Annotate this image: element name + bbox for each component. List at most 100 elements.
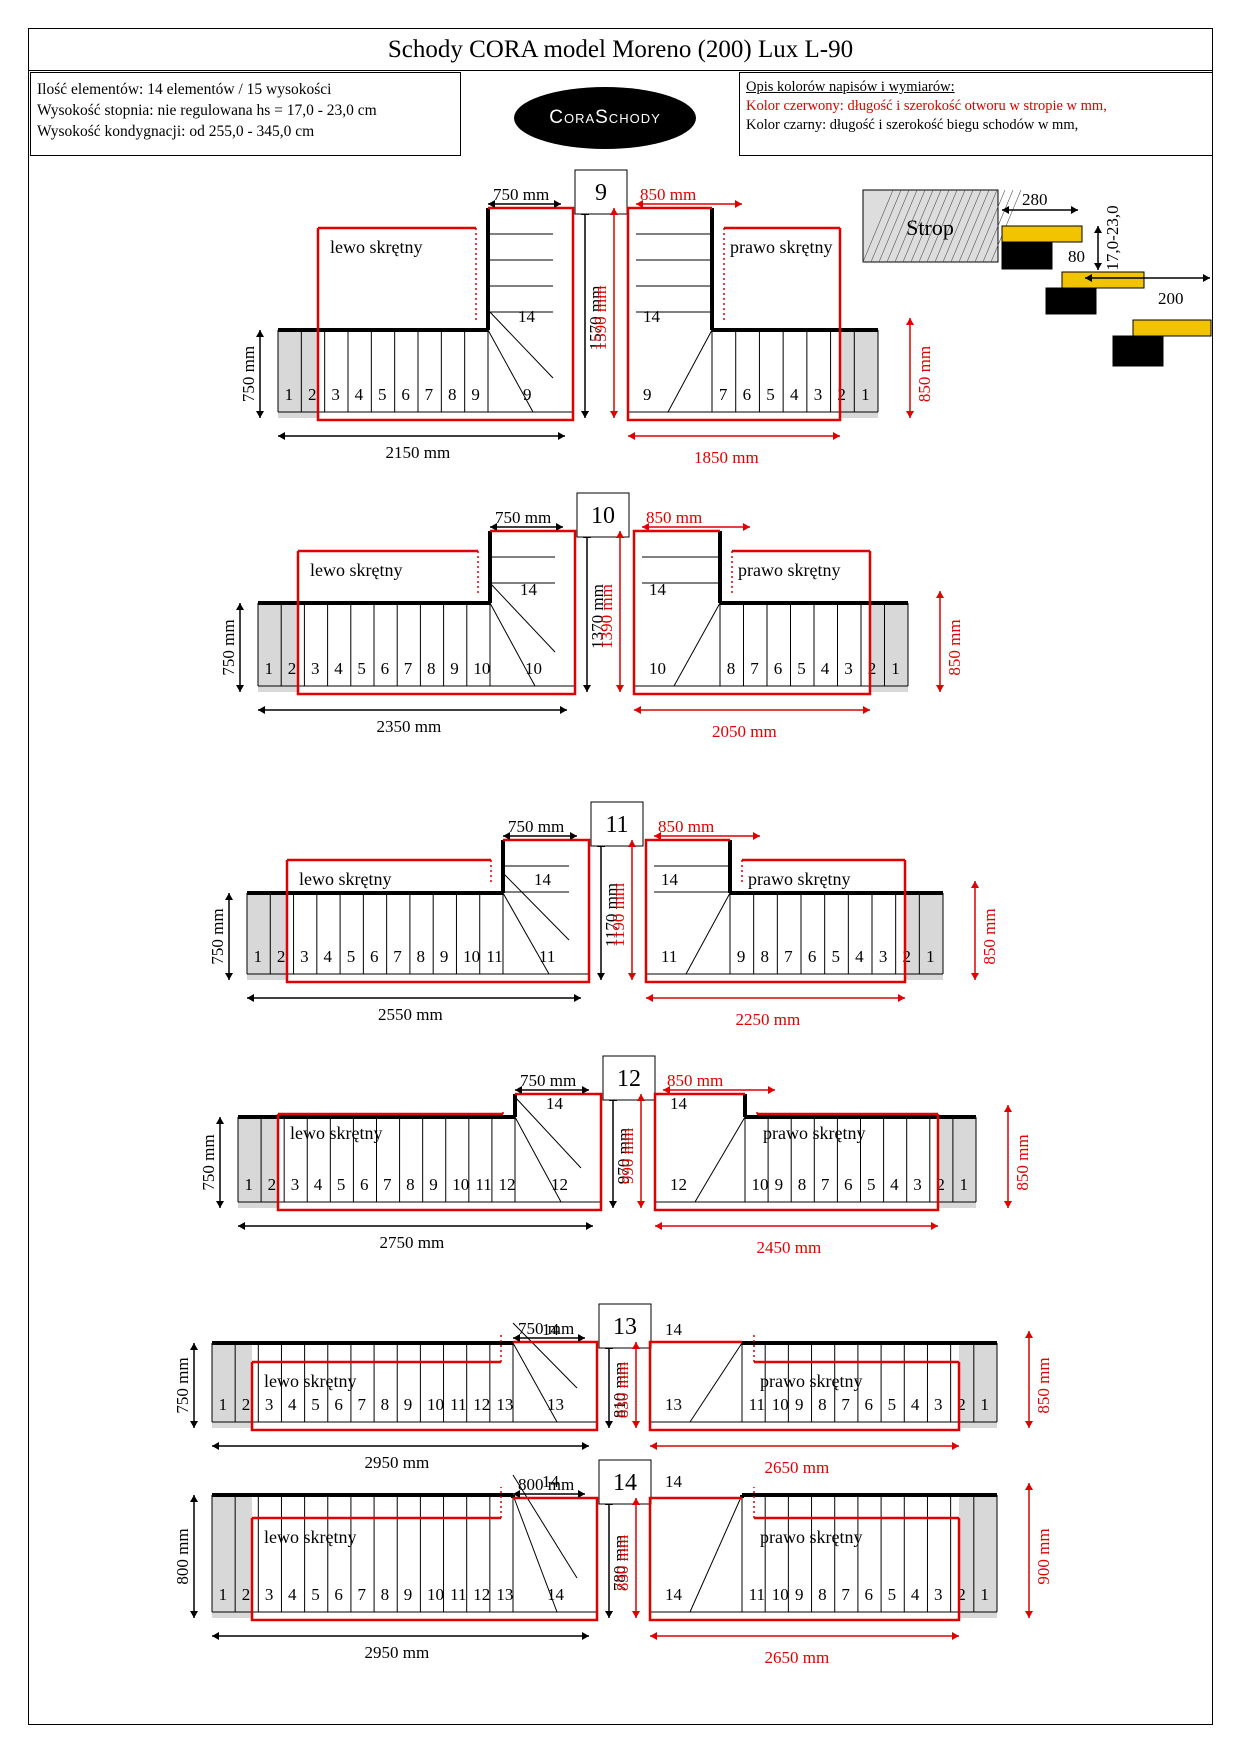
cfg-13-right-label: prawo skrętny xyxy=(760,1371,862,1391)
cfg-14-right-step-number: 5 xyxy=(888,1585,897,1604)
cfg-14-right-start-gray xyxy=(959,1495,997,1618)
cfg-9-right-step-number: 5 xyxy=(766,385,775,404)
cfg-10-right-length-arrow-head-a xyxy=(634,706,641,714)
detail-280-arrow-head-b xyxy=(1071,206,1078,214)
cfg-11-left-step-number: 4 xyxy=(323,947,332,966)
cfg-10-left-step-number: 9 xyxy=(450,659,459,678)
detail-200: 200 xyxy=(1158,289,1184,308)
cfg-10-right-top-step: 14 xyxy=(649,580,667,599)
cfg-9-right-start-gray xyxy=(840,330,878,418)
info-floor-height: Wysokość kondygnacji: od 255,0 - 345,0 c… xyxy=(37,123,315,140)
riser-2 xyxy=(1045,287,1097,315)
cfg-14-left-start-gray xyxy=(212,1495,252,1618)
cfg-12-left-step-number: 2 xyxy=(268,1175,277,1194)
cfg-14-left-top-arrow-head-b xyxy=(578,1490,585,1498)
cfg-11-right-step-number: 8 xyxy=(761,947,770,966)
cfg-9-right-winder-a xyxy=(667,329,713,413)
cfg-14-right-top-step: 14 xyxy=(665,1472,683,1491)
cfg-12-left-step-number: 7 xyxy=(383,1175,392,1194)
cfg-13-right-length-arrow-head-a xyxy=(650,1442,657,1450)
cfg-9-left-length-arrow-head-b xyxy=(558,432,565,440)
cfg-14-right-label: prawo skrętny xyxy=(760,1527,862,1547)
cfg-9-left-stair: 750 mm xyxy=(239,346,258,402)
cfg-13-left-step-number: 12 xyxy=(473,1395,490,1414)
strop-hatch xyxy=(982,189,1014,263)
cfg-9-right-length: 1850 mm xyxy=(694,448,759,467)
cfg-11-right-top-arrow-head-a xyxy=(654,832,661,840)
cfg-10-left-step-number: 7 xyxy=(404,659,413,678)
cfg-14-left-side-arrow-head-b xyxy=(605,1611,613,1618)
strop-hatch xyxy=(926,189,958,263)
cfg-13-left-start-gray xyxy=(212,1343,252,1428)
cfg-13-left-step-number: 5 xyxy=(311,1395,320,1414)
cfg-10-right-step-number: 6 xyxy=(774,659,783,678)
cfg-14-left-step-number: 4 xyxy=(288,1585,297,1604)
cfg-14-right-step-number: 1 xyxy=(980,1585,989,1604)
cfg-12-right-length-arrow-head-b xyxy=(931,1222,938,1230)
cfg-9-left-stair-arrow-head-b xyxy=(256,411,264,418)
cfg-10-left-step-number: 6 xyxy=(381,659,390,678)
strop-hatch xyxy=(862,189,894,263)
cfg-13-left-last-step: 13 xyxy=(547,1395,564,1414)
cfg-14-left-top-arrow-head-a xyxy=(513,1490,520,1498)
cfg-9-left-start-gray xyxy=(278,330,318,418)
cfg-10-left-start-gray xyxy=(258,603,298,692)
cfg-13-right-length-arrow-head-b xyxy=(952,1442,959,1450)
cfg-11-left-side-arrow-head-b xyxy=(597,973,605,980)
cfg-14-right-step-number: 3 xyxy=(934,1585,943,1604)
cfg-11-left-top-step: 14 xyxy=(534,870,552,889)
cfg-9-right-step-number: 7 xyxy=(719,385,728,404)
strop-hatch xyxy=(958,189,990,263)
cfg-14-right-winder-a xyxy=(689,1494,743,1613)
legend-header: Opis kolorów napisów i wymiarów: xyxy=(746,79,955,95)
cfg-13-config-box xyxy=(598,1303,652,1349)
cfg-13-left-length-arrow-head-a xyxy=(212,1442,219,1450)
cfg-12-config-number: 12 xyxy=(617,1066,641,1092)
cfg-12-left-stair-arrow-head-a xyxy=(216,1117,224,1124)
cfg-9-right-step-number: 2 xyxy=(837,385,846,404)
cfg-11-left-stair: 750 mm xyxy=(208,908,227,964)
cfg-14-left-step-number: 8 xyxy=(381,1585,390,1604)
cfg-14-right-step-number: 11 xyxy=(749,1585,765,1604)
cfg-9-left-length-arrow-head-a xyxy=(278,432,285,440)
cfg-13-left-length-arrow-head-b xyxy=(582,1442,589,1450)
cfg-10-right-top-arrow-head-a xyxy=(642,523,649,531)
cfg-12-left-step-number: 9 xyxy=(429,1175,438,1194)
cfg-11-left-winder-a xyxy=(502,892,550,975)
cfg-12-left-winder-b xyxy=(514,1096,582,1169)
cfg-10-right-length-arrow-head-b xyxy=(863,706,870,714)
cfg-10-left-step-number: 4 xyxy=(334,659,343,678)
cfg-14-left-length: 2950 mm xyxy=(365,1643,430,1662)
cfg-13-right-stair-arrow-head-a xyxy=(1025,1331,1033,1338)
cfg-10-right-last-step: 10 xyxy=(649,659,666,678)
cfg-12-left-stair-arrow-head-b xyxy=(216,1201,224,1208)
cfg-13-left-side: 810 mm xyxy=(610,1362,629,1418)
cfg-11-right-side-arrow-head-b xyxy=(628,973,636,980)
cfg-12-left-side-arrow-head-b xyxy=(609,1201,617,1208)
cfg-12-right-side: 990 mm xyxy=(618,1128,637,1184)
detail-280-arrow-head-a xyxy=(1002,206,1009,214)
cfg-13-left-step-number: 1 xyxy=(219,1395,228,1414)
info-element-count: Ilość elementów: 14 elementów / 15 wysok… xyxy=(37,81,332,98)
cfg-10-left-stair: 750 mm xyxy=(219,619,238,675)
cfg-14-left-label: lewo skrętny xyxy=(264,1527,356,1547)
strop-slab xyxy=(862,189,999,263)
cfg-11-right-step-number: 2 xyxy=(903,947,912,966)
cfg-11-right-start-gray xyxy=(905,893,943,980)
cfg-12-right-label: prawo skrętny xyxy=(763,1123,865,1143)
cfg-13-right-start-gray xyxy=(959,1343,997,1428)
cfg-13-left-opening xyxy=(250,1340,599,1432)
cfg-9-right-stair-arrow-head-b xyxy=(906,411,914,418)
cfg-14-right-length-arrow-head-a xyxy=(650,1632,657,1640)
cfg-10-right-length: 2050 mm xyxy=(712,722,777,741)
detail-height: 17,0-23,0 xyxy=(1103,205,1122,270)
cfg-11-left-start-gray xyxy=(247,893,287,980)
cfg-10-left-stair-arrow-head-a xyxy=(236,603,244,610)
cfg-9-right-stair: 850 mm xyxy=(915,346,934,402)
cfg-11-config-box xyxy=(590,801,644,847)
cfg-13-right-step-number: 7 xyxy=(841,1395,850,1414)
cfg-13-right-step-number: 1 xyxy=(980,1395,989,1414)
cfg-9-left-step-number: 6 xyxy=(401,385,410,404)
cfg-10-right-top: 850 mm xyxy=(646,508,702,527)
cfg-13-left-step-number: 8 xyxy=(381,1395,390,1414)
